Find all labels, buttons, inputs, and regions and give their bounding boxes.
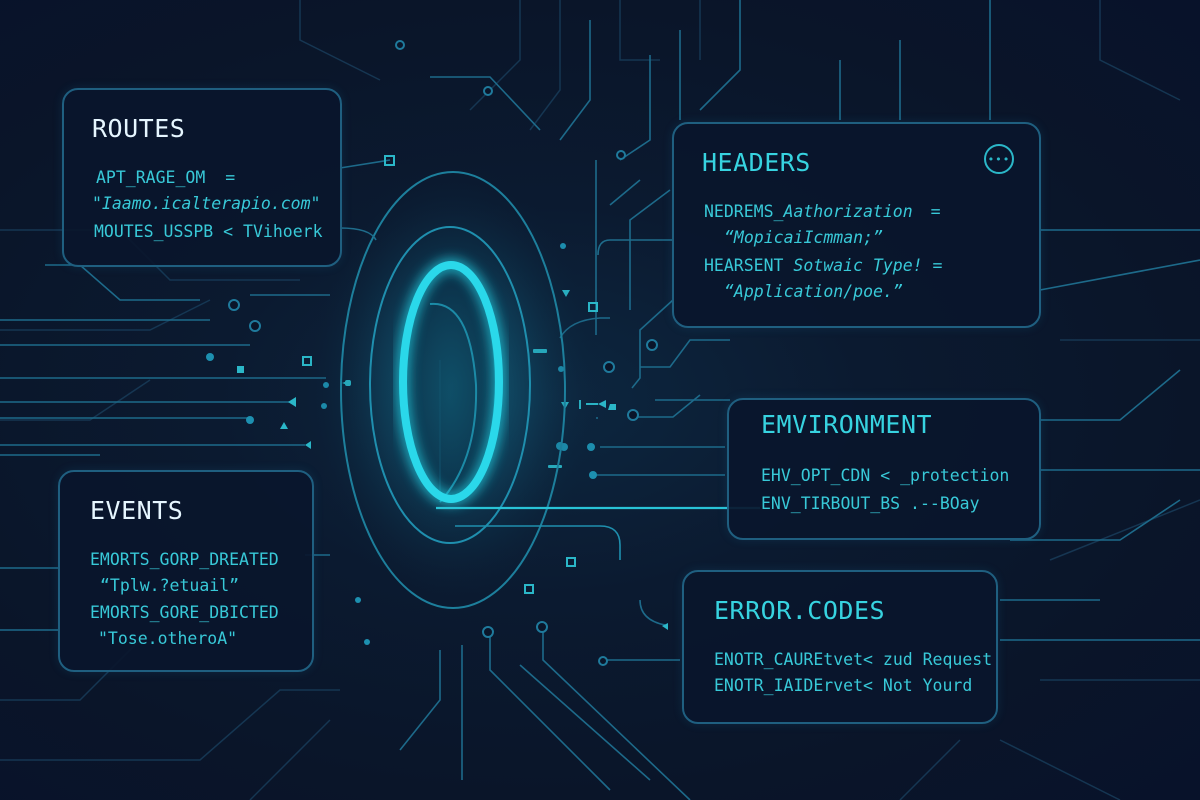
events-title: EVENTS [90,496,184,525]
environment-line-1: EHV_OPT_CDN < _protection [761,466,1009,485]
headers-line-2: “MopicaiIcmman;” [724,228,883,247]
routes-line-1: APT_RAGE_OM = [96,168,235,187]
environment-title: EMVIRONMENT [761,410,933,439]
headers-value-4: “Application/poe.” [724,282,903,301]
routes-value-3: TVihoerk [243,222,323,241]
error-codes-key-2: ENOTR_IAIDErvet [714,676,864,695]
routes-line-2: "Iaamo.icalterapio.com" [92,194,320,213]
events-value-2: “Tplw.?etuail” [100,576,240,595]
environment-key-2: ENV_TIRBOUT_BS [761,494,901,513]
environment-value-1: _protection [900,466,1010,485]
error-codes-value-1: zud Request [882,650,993,669]
events-line-4: "Tose.otheroA" [98,629,237,648]
headers-line-4: “Application/poe.” [724,282,903,301]
events-key-3: EMORTS_GORE_DBICTED [90,603,279,622]
error-codes-op-2: < [863,676,873,695]
environment-value-2: .--BOay [910,494,980,513]
error-codes-line-2: ENOTR_IAIDErvet< Not Yourd [714,676,972,695]
headers-key-italic-1: Aathorization [783,202,913,221]
headers-panel: HEADERS ••• NEDREMS_Aathorization = “Mop… [672,122,1041,328]
headers-key-3: HEARSENT [704,256,784,275]
events-value-4: "Tose.otheroA" [98,629,238,648]
headers-key-italic-3: Sotwaic Type! [793,256,923,275]
routes-panel: ROUTES APT_RAGE_OM = "Iaamo.icalterapio.… [62,88,342,267]
routes-value-2: "Iaamo.icalterapio.com" [92,194,321,213]
error-codes-title: ERROR.CODES [714,596,886,625]
events-line-3: EMORTS_GORE_DBICTED [90,603,279,622]
routes-title: ROUTES [92,114,186,143]
routes-key-3: MOUTES_USSPB [94,222,214,241]
events-key-1: EMORTS_GORP_DREATED [90,550,279,569]
routes-line-3: MOUTES_USSPB < TVihoerk [94,222,323,241]
headers-title: HEADERS [702,148,811,177]
error-codes-line-1: ENOTR_CAUREtvet< zud Request [714,650,992,669]
events-line-2: “Tplw.?etuail” [100,576,239,595]
error-codes-panel: ERROR.CODES ENOTR_CAUREtvet< zud Request… [682,570,998,724]
routes-op-1: = [225,168,236,187]
headers-value-2: “MopicaiIcmman;” [724,228,883,247]
headers-line-1: NEDREMS_Aathorization = [704,202,941,221]
routes-op-3: < [223,222,234,241]
error-codes-op-1: < [863,650,873,669]
error-codes-value-2: Not Yourd [882,676,973,695]
headers-op-1: = [930,202,941,221]
environment-line-2: ENV_TIRBOUT_BS .--BOay [761,494,980,513]
environment-panel: EMVIRONMENT EHV_OPT_CDN < _protection EN… [727,398,1041,540]
events-panel: EVENTS EMORTS_GORP_DREATED “Tplw.?etuail… [58,470,314,672]
events-line-1: EMORTS_GORP_DREATED [90,550,279,569]
error-codes-key-1: ENOTR_CAUREtvet [714,650,864,669]
headers-line-3: HEARSENT Sotwaic Type! = [704,256,942,275]
more-horizontal-icon[interactable]: ••• [984,144,1014,174]
headers-key-1: NEDREMS_ [704,202,784,221]
headers-op-3: = [932,256,943,275]
environment-key-1: EHV_OPT_CDN [761,466,871,485]
routes-key-1: APT_RAGE_OM [96,168,206,187]
environment-op-1: < [880,466,891,485]
